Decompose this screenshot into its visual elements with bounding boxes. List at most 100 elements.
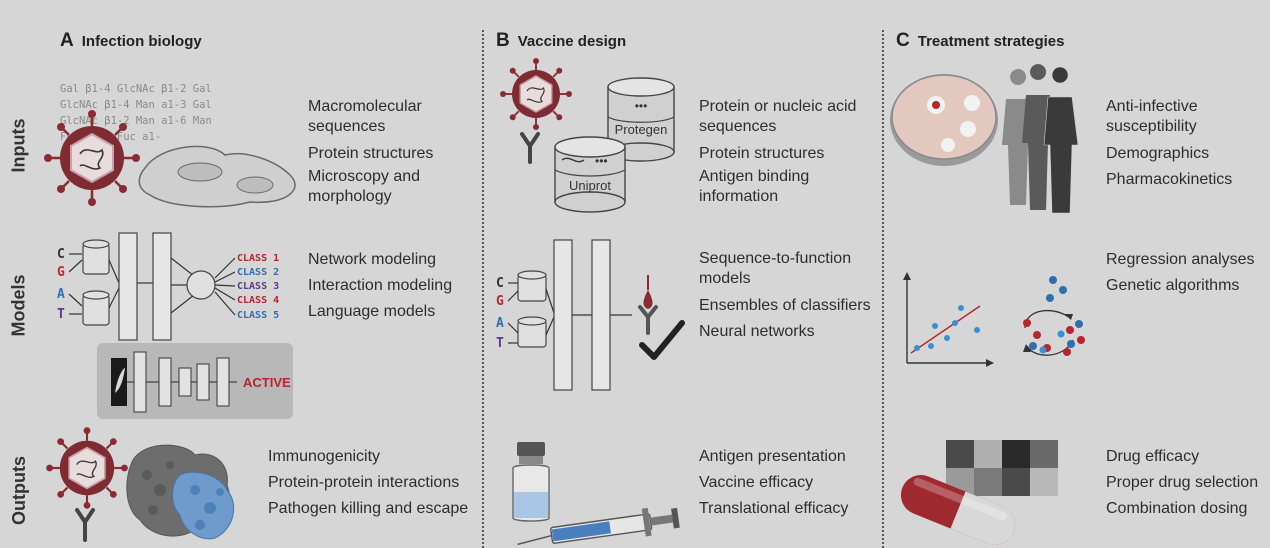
database-label: Uniprot [569,178,611,193]
base-label: T [496,336,504,351]
virus-icon [44,110,140,206]
list-item: Macromolecular [308,98,422,115]
antibody-binding-icon [638,275,658,335]
list-item: Protein structures [699,145,825,162]
infection-outputs-illustration [46,427,235,542]
uniprot-database-icon: ••• Uniprot [554,136,626,213]
list-item: Proper drug selection [1106,474,1259,491]
base-label: C [57,247,65,262]
class-label: CLASS 2 [237,267,279,278]
svg-text:•••: ••• [595,154,608,168]
row-label-outputs: Outputs [8,455,29,525]
list-item: Antigen presentation [699,448,846,465]
infection-outputs-list: Immunogenicity Protein-protein interacti… [268,444,468,522]
vaccine-models-illustration: C G A T [496,239,685,391]
list-item: Protein or nucleic acid [699,98,857,115]
list-item: Vaccine efficacy [699,474,814,491]
list-item: Language models [308,303,436,320]
treatment-models-list: Regression analyses Genetic algorithms [1106,247,1255,299]
infection-models-list: Network modeling Interaction modeling La… [308,247,452,325]
vaccine-outputs-illustration [512,442,680,546]
base-label: G [57,265,65,280]
vaccine-outputs-list: Antigen presentation Vaccine efficacy Tr… [699,444,848,522]
regression-plot-icon [903,272,994,367]
treatment-inputs-illustration [890,64,1079,214]
base-label: A [496,316,504,331]
svg-text:•••: ••• [635,99,648,113]
protein-complex-icon [126,444,235,540]
treatment-outputs-list: Drug efficacy Proper drug selection Comb… [1106,444,1258,522]
infection-inputs-illustration: Gal β1-4 GlcNAc β1-2 Gal GlcNAc β1-4 Man… [44,83,296,208]
vaccine-inputs-illustration: Protegen ••• ••• Uniprot [500,58,675,213]
list-item: Network modeling [308,251,437,268]
neural-layer-icon [118,232,172,341]
antibody-icon [75,508,95,542]
column-letter: C [896,30,910,51]
list-item: sequences [308,118,386,135]
row-label-inputs: Inputs [8,118,29,172]
virus-icon [500,58,572,130]
column-divider-ab [482,30,484,548]
active-label: ACTIVE [243,375,291,390]
list-item: susceptibility [1106,118,1197,135]
database-label: Protegen [615,122,668,137]
list-item: Immunogenicity [268,448,381,465]
column-letter: A [60,30,74,51]
database-icon [82,239,110,326]
column-title: Treatment strategies [917,33,1065,50]
list-item: Drug efficacy [1106,448,1200,465]
capsule-icon [900,475,1016,545]
infection-inputs-list: Macromolecular sequences Protein structu… [308,97,433,207]
list-item: Antigen binding [699,168,810,185]
vaccine-vial-icon [512,442,550,522]
database-icon [517,270,547,348]
treatment-models-illustration [903,272,1085,367]
list-item: Interaction modeling [308,277,453,294]
neural-layer-icon [553,239,611,391]
genetic-algorithm-icon [1023,276,1085,356]
class-label: CLASS 3 [237,281,279,292]
list-item: models [699,270,751,287]
petri-dish-icon [890,74,998,166]
people-silhouette-icon [1002,64,1079,214]
list-item: morphology [308,188,392,205]
list-item: Protein-protein interactions [268,474,460,491]
list-item: Translational efficacy [699,500,849,517]
syringe-icon [517,507,680,546]
list-item: Pathogen killing and escape [268,500,469,517]
list-item: Ensembles of classifiers [699,297,871,314]
infection-models-illustration: C G A T CLASS 1 CLASS 2 CLASS 3 CLASS 4 … [57,232,293,419]
list-item: Genetic algorithms [1106,277,1240,294]
vaccine-inputs-list: Protein or nucleic acid sequences Protei… [699,97,856,207]
treatment-inputs-list: Anti-infective susceptibility Demographi… [1106,97,1232,193]
class-label: CLASS 5 [237,310,279,321]
row-label-models: Models [8,273,29,337]
list-item: Regression analyses [1106,251,1255,268]
column-divider-bc [882,30,884,548]
list-item: sequences [699,118,777,135]
base-label: A [57,287,65,302]
list-item: Microscopy and [308,168,421,185]
list-item: Combination dosing [1106,500,1248,517]
output-node-icon [186,270,216,300]
virus-icon [46,427,128,509]
list-item: Pharmacokinetics [1106,171,1233,188]
checkmark-icon [639,320,685,360]
antibody-icon [520,132,540,164]
base-label: G [496,294,504,309]
glycan-line: Gal β1-4 GlcNAc β1-2 Gal [60,83,212,95]
vaccine-models-list: Sequence-to-function models Ensembles of… [699,249,871,345]
base-label: C [496,276,504,291]
glycan-line: GlcNAc β1-2 Man a1-6 Man [60,115,212,127]
list-item: Anti-infective [1106,98,1198,115]
column-title: Vaccine design [517,33,627,50]
heatmap-icon [946,440,1058,496]
class-label: CLASS 1 [237,253,279,264]
microscopy-cells-icon [138,145,296,208]
list-item: Neural networks [699,323,815,340]
treatment-outputs-illustration [900,440,1058,545]
column-header-c: C Treatment strategies [896,30,1064,52]
class-label: CLASS 4 [237,295,279,306]
